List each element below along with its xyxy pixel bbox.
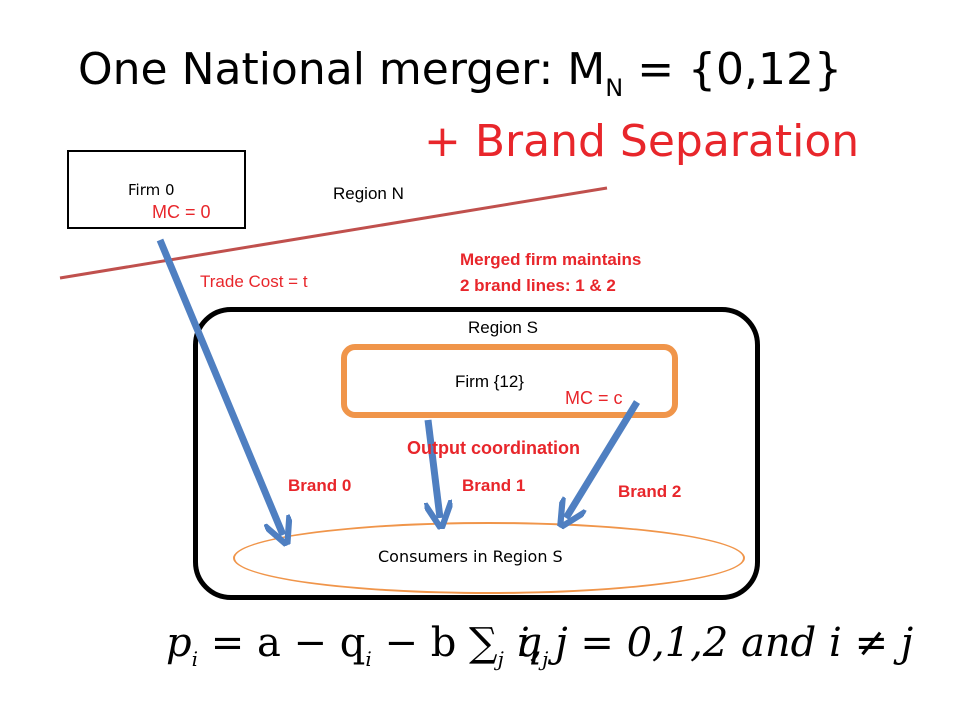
trade-cost-label: Trade Cost = t (200, 272, 308, 291)
consumers-label: Consumers in Region S (378, 547, 563, 566)
brand-1-label: Brand 1 (462, 476, 526, 495)
merged-note-line2: 2 brand lines: 1 & 2 (460, 276, 616, 295)
firm-12-mc: MC = c (565, 388, 623, 408)
region-s-label: Region S (468, 318, 538, 337)
consumers-ellipse (233, 522, 745, 594)
index-condition: i, j = 0,1,2 and i ≠ j (517, 620, 914, 666)
merged-note-line1: Merged firm maintains (460, 250, 642, 269)
demand-equation: pi = a − qi − b ∑j qj (166, 620, 549, 671)
arrow-brand-1 (428, 419, 440, 518)
firm-12-label: Firm {12} (455, 372, 524, 391)
firm-0-box (67, 150, 246, 229)
region-n-label: Region N (333, 184, 404, 203)
firm-12-box (341, 344, 678, 418)
output-coordination-label: Output coordination (407, 438, 580, 458)
firm-0-mc: MC = 0 (152, 202, 211, 222)
region-n-boundary (59, 186, 608, 280)
firm-0-label: Firm 0 (128, 181, 175, 199)
brand-2-label: Brand 2 (618, 482, 682, 501)
arrow-brand-2 (566, 400, 640, 518)
slide-title: One National merger: MN = {0,12} (78, 44, 842, 102)
slide-subtitle: + Brand Separation (424, 116, 860, 167)
brand-0-label: Brand 0 (288, 476, 352, 495)
arrow-brand-0 (156, 238, 283, 535)
